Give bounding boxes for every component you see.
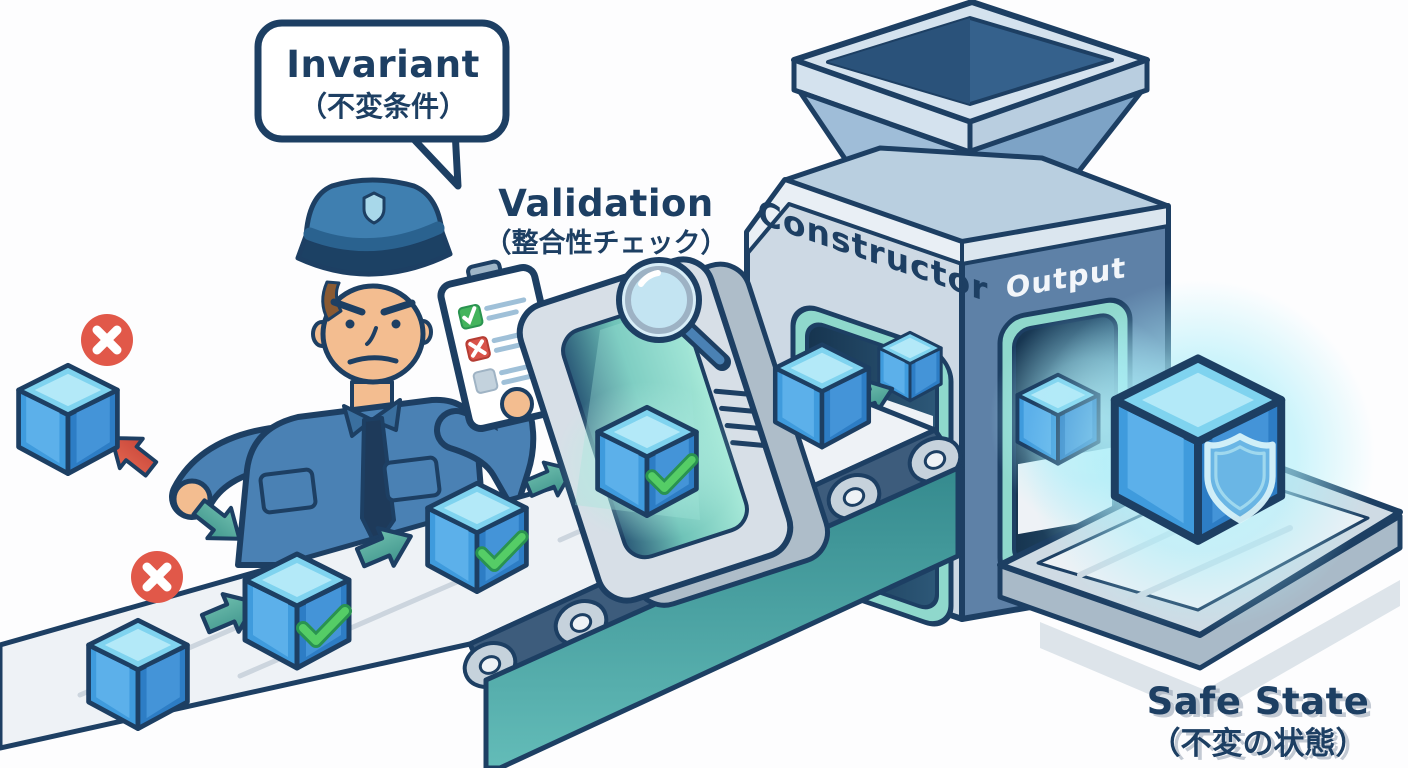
- speech-bubble: Invariant （不変条件）: [254, 19, 510, 190]
- check-icon: [462, 306, 477, 325]
- officer-hand-on-tablet: [500, 387, 534, 421]
- scanner-vents: [713, 388, 766, 448]
- reject-badge: [131, 551, 183, 603]
- validated-cube: [428, 483, 527, 591]
- officer-pockets: [258, 455, 442, 515]
- police-hat: [295, 177, 453, 277]
- conveyor-base: [483, 465, 961, 768]
- invariant-label: Invariant: [286, 43, 480, 86]
- shield-icon: [1204, 433, 1276, 524]
- validation-label: Validation: [498, 182, 714, 225]
- cube-entering-machine: [775, 345, 869, 448]
- safe-state-label: Safe State: [1147, 680, 1370, 723]
- validated-cube: [245, 554, 349, 668]
- validation-sublabel: （整合性チェック）: [485, 227, 728, 259]
- rejected-cube-floating: [19, 365, 118, 473]
- hat-band: [303, 221, 445, 252]
- hat-badge-icon: [362, 191, 386, 225]
- speech-bubble-body: [254, 19, 510, 143]
- safe-state-sublabel: （不変の状態）: [1150, 726, 1367, 762]
- magnifier-icon: [616, 257, 731, 371]
- checklist-row-empty: [472, 361, 542, 394]
- checklist-row-pass: [457, 297, 527, 330]
- reject-badge: [81, 314, 133, 366]
- invariant-sublabel: （不変条件）: [299, 90, 467, 123]
- cross-icon: [468, 339, 487, 358]
- officer-face: [330, 298, 416, 365]
- checklist-row-fail: [465, 329, 534, 362]
- machine-bevel-right: [960, 204, 1170, 266]
- tray-shadow: [1040, 580, 1400, 718]
- inspector-officer: [169, 177, 567, 568]
- rejected-cube-on-belt: [89, 620, 188, 728]
